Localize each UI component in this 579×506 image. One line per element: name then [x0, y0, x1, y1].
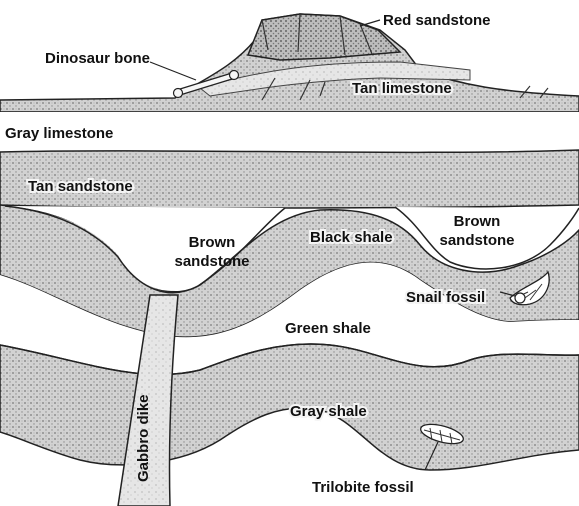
- brown-sandstone-left-label-2: sandstone: [174, 253, 249, 270]
- dinosaur-bone-label: Dinosaur bone: [45, 50, 150, 67]
- brown-sandstone-left-label-1: Brown: [189, 234, 236, 251]
- red-sandstone-label: Red sandstone: [383, 12, 491, 29]
- green-shale-label: Green shale: [285, 320, 371, 337]
- tan-sandstone-label: Tan sandstone: [28, 178, 133, 195]
- gray-shale-label: Gray shale: [290, 403, 367, 420]
- brown-sandstone-right-label-2: sandstone: [439, 232, 514, 249]
- gray-limestone-label: Gray limestone: [5, 125, 113, 142]
- black-shale-label: Black shale: [310, 229, 393, 246]
- snail-fossil-label: Snail fossil: [406, 289, 485, 306]
- tan-limestone-label: Tan limestone: [352, 80, 452, 97]
- trilobite-fossil-label: Trilobite fossil: [312, 479, 414, 496]
- gabbro-dike-label: Gabbro dike: [135, 394, 152, 482]
- brown-sandstone-right-label-1: Brown: [454, 213, 501, 230]
